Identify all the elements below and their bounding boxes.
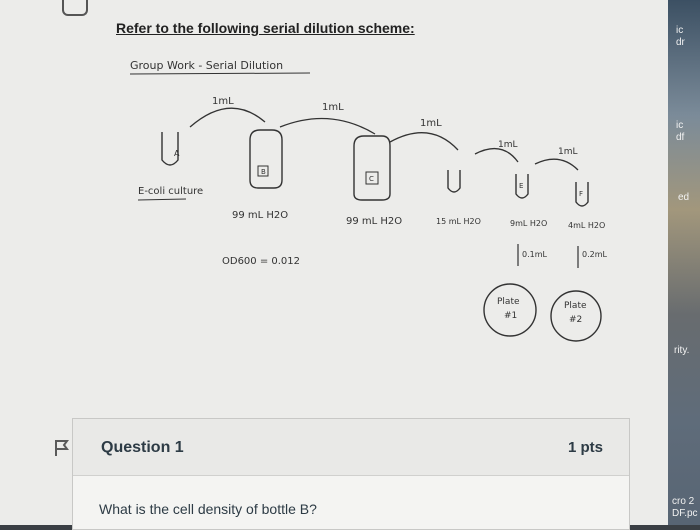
dilution-diagram: Group Work - Serial Dilution 1mL 1mL 1mL… [129, 59, 608, 342]
culture-label: E-coli culture [138, 186, 203, 197]
strip-text-7: cro 2 [672, 496, 695, 507]
strip-text-1: ic [676, 25, 684, 36]
bottle-c-volume: 99 mL H2O [346, 216, 402, 227]
transfer-label-5: 1mL [558, 147, 578, 157]
culture-underline [137, 198, 187, 201]
bottle-b-box [257, 165, 269, 177]
plate-1-label: Plate [497, 297, 520, 307]
transfer-arrow-5 [534, 158, 579, 171]
diagram-subtitle: Group Work - Serial Dilution [130, 59, 283, 72]
tube-f-label: F [579, 190, 583, 198]
bottle-a-label: A [174, 149, 180, 158]
corner-frame [62, 0, 88, 16]
question-points: 1 pts [567, 439, 603, 456]
plate-2-label: Plate [564, 301, 587, 311]
plate-2-volume: 0.2mL [582, 250, 608, 259]
question-header: Question 1 1 pts [73, 419, 629, 476]
strip-text-2: dr [676, 37, 685, 48]
bottle-c-label: C [369, 175, 374, 183]
question-card: Question 1 1 pts What is the cell densit… [72, 418, 630, 530]
plate-2 [550, 290, 602, 342]
bottle-b-volume: 99 mL H2O [232, 210, 288, 221]
od-reading: OD600 = 0.012 [222, 256, 300, 267]
subtitle-underline [129, 72, 311, 75]
transfer-arrow-4 [474, 147, 519, 163]
tube-e-label: E [519, 182, 523, 190]
bottle-b [249, 129, 283, 189]
tube-d [447, 170, 461, 193]
strip-text-4: df [676, 132, 685, 143]
transfer-label-3: 1mL [420, 118, 442, 129]
strip-text-5: ed [678, 192, 690, 203]
plate-2-number: #2 [569, 315, 582, 325]
plate-1 [483, 283, 537, 337]
transfer-arrow-1 [189, 107, 266, 128]
tube-d-volume: 15 mL H2O [436, 217, 481, 226]
plate-1-number: #1 [504, 311, 517, 321]
transfer-label-2: 1mL [322, 102, 344, 113]
screenshot-area: Refer to the following serial dilution s… [0, 0, 668, 530]
transfer-arrow-2 [279, 117, 376, 135]
question-title: Question 1 [101, 439, 184, 456]
tube-f-volume: 4mL H2O [568, 221, 605, 230]
culture-tube-a [161, 132, 179, 166]
strip-text-8: DF.pc [672, 508, 698, 519]
bottle-c [353, 135, 391, 201]
transfer-label-1: 1mL [212, 96, 234, 107]
dilution-heading: Refer to the following serial dilution s… [116, 20, 415, 36]
tube-f [575, 182, 589, 207]
plate-1-volume: 0.1mL [522, 250, 548, 259]
strip-text-3: ic [676, 120, 684, 131]
tube-e-volume: 9mL H2O [510, 219, 547, 228]
transfer-arrow-3 [389, 132, 459, 151]
flag-question-icon[interactable] [52, 438, 72, 458]
bottle-b-label: B [261, 168, 266, 176]
bottle-c-box [365, 171, 379, 185]
desktop-side-strip: ic dr ic df ed rity. cro 2 DF.pc [668, 0, 700, 525]
transfer-label-4: 1mL [498, 140, 518, 150]
tube-e [515, 174, 529, 199]
question-text: What is the cell density of bottle B? [99, 501, 317, 517]
strip-text-6: rity. [674, 345, 690, 356]
